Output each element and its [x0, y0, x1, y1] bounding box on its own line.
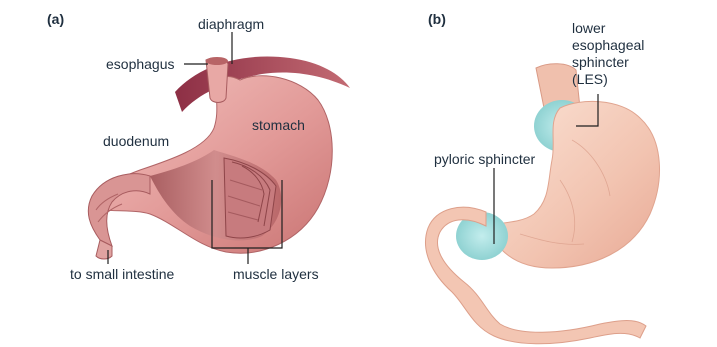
label-les-line2: esophageal: [572, 37, 644, 53]
label-pyloric-sphincter: pyloric sphincter: [434, 151, 535, 167]
panel-a-letter: (a): [47, 11, 64, 27]
label-les-line3: sphincter: [572, 54, 629, 70]
panel-b-letter: (b): [428, 11, 446, 27]
label-les-line4: (LES): [572, 71, 608, 87]
label-les-line1: lower: [572, 20, 606, 36]
label-to-small-intestine: to small intestine: [70, 266, 174, 282]
label-duodenum: duodenum: [103, 133, 169, 149]
panel-a: (a) diaphragm esophagus stomach d: [47, 11, 350, 282]
label-stomach: stomach: [252, 117, 305, 133]
label-esophagus: esophagus: [106, 56, 175, 72]
label-muscle-layers: muscle layers: [233, 266, 319, 282]
panel-b: (b) lower esophageal sphincter (LES) pyl…: [425, 11, 659, 344]
label-diaphragm: diaphragm: [198, 16, 264, 32]
stomach-body-b: [486, 101, 660, 268]
